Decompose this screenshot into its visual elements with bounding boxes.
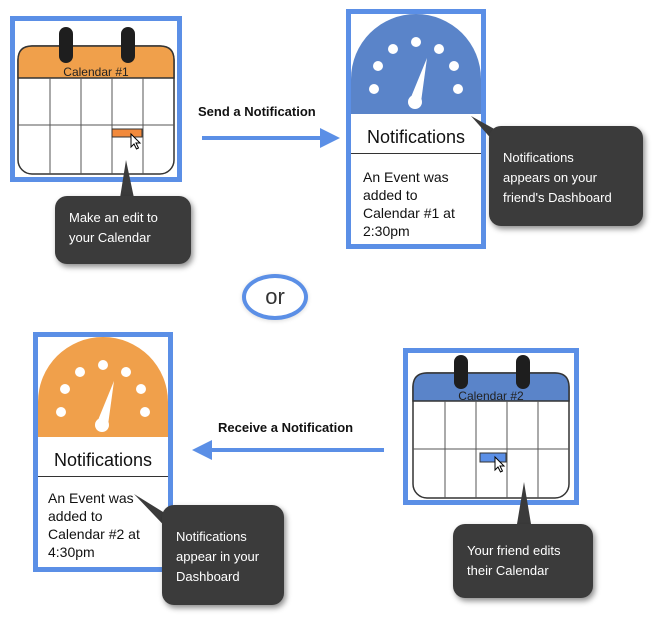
calendar-2-icon bbox=[412, 355, 570, 499]
calendar-2-frame: Calendar #2 bbox=[403, 348, 579, 505]
or-separator: or bbox=[242, 274, 308, 320]
send-arrow bbox=[202, 128, 340, 148]
receive-notification-label: Receive a Notification bbox=[218, 420, 354, 435]
send-notification-label: Send a Notification bbox=[198, 104, 316, 119]
dashboard-gauge-icon bbox=[351, 14, 481, 114]
notification-1-title: Notifications bbox=[366, 127, 466, 147]
calendar-2-title: Calendar #2 bbox=[458, 389, 524, 403]
bubble-appears-friend: Notifications appears on your friend's D… bbox=[489, 126, 643, 226]
bubble-appear-yours: Notifications appear in your Dashboard bbox=[162, 505, 284, 605]
bubble-pointer bbox=[120, 160, 134, 198]
bubble-pointer bbox=[516, 482, 532, 530]
receive-arrow bbox=[192, 440, 384, 460]
calendar-1-title: Calendar #1 bbox=[63, 65, 129, 79]
notification-1-frame: Notifications An Event was added to Cale… bbox=[346, 9, 486, 249]
notification-1-body: An Event was added to Calendar #1 at 2:3… bbox=[363, 169, 455, 239]
notification-2-divider bbox=[38, 476, 168, 477]
dashboard-gauge-icon bbox=[38, 337, 168, 437]
cursor-arrow-icon bbox=[494, 455, 506, 473]
bubble-edit-calendar: Make an edit to your Calendar bbox=[55, 196, 191, 264]
notification-2-title: Notifications bbox=[53, 450, 153, 470]
calendar-1-frame: Calendar #1 bbox=[10, 16, 182, 182]
notification-2-frame: Notifications An Event was added to Cale… bbox=[33, 332, 173, 572]
notification-1-divider bbox=[351, 153, 481, 154]
notification-2-body: An Event was added to Calendar #2 at 4:3… bbox=[48, 490, 140, 560]
bubble-friend-edits: Your friend edits their Calendar bbox=[453, 524, 593, 598]
calendar-1-icon bbox=[17, 27, 175, 175]
cursor-arrow-icon bbox=[130, 132, 142, 150]
